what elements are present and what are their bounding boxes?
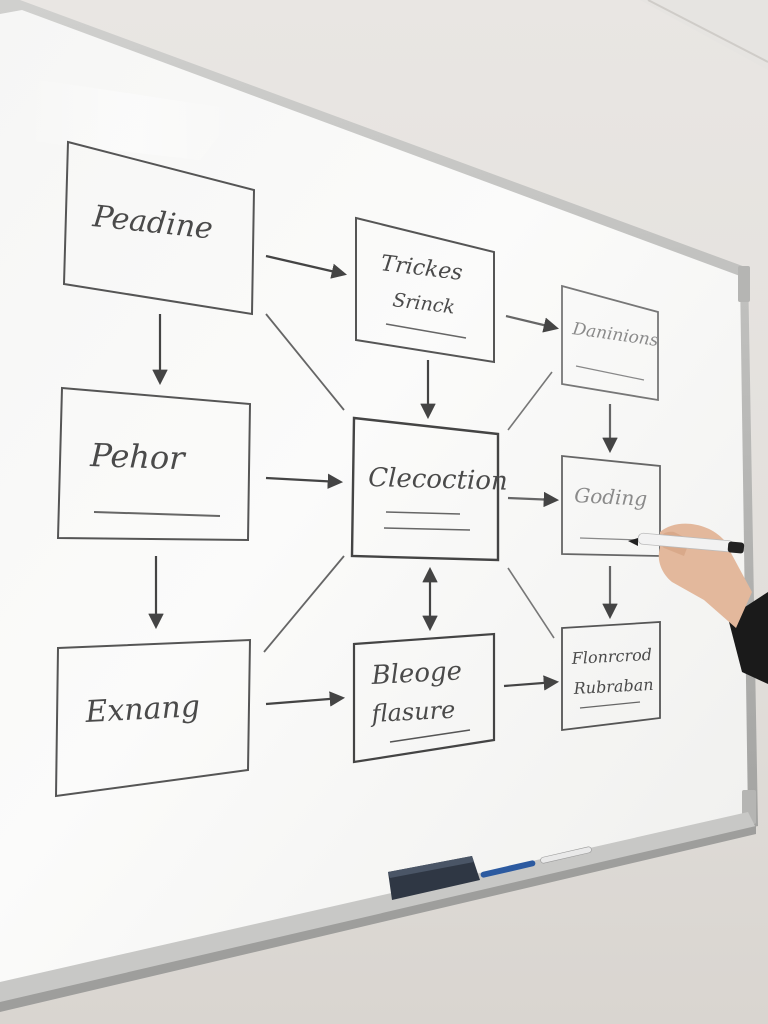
ceiling [640,0,768,70]
line-clecoction-flonrcrod [507,567,555,639]
box-pehor: Pehor [56,386,252,542]
hand-with-marker [628,523,768,684]
flonrcrod-underline [579,701,641,709]
bleoge-underline [389,729,471,743]
label-bleoge: Bleoge [370,656,463,691]
arrow-clecoction-goding [507,491,560,508]
box-clecoction: Clecoction [350,416,508,562]
goding-underline [579,537,641,541]
label-clecoction: Clecoction [368,463,508,497]
daninions-underline [575,365,645,381]
arrow-pehor-clecoction [265,473,344,490]
tray-marker-blue[interactable] [480,860,536,878]
label-goding: Goding [574,483,648,511]
arrow-trickes-daninions [505,314,559,333]
ceiling-edge [647,0,768,63]
eraser[interactable] [388,856,480,900]
box-exnang: Exnang [54,638,252,798]
trickes-underline [385,323,467,339]
marker-tray-lip [0,826,756,1012]
tray-marker-white[interactable] [540,846,592,864]
clecoction-underline-2 [383,527,471,531]
clecoction-underline-1 [385,511,461,515]
arrow-peadine-trickes [265,254,348,279]
line-clecoction-daninions [507,371,553,431]
label-pehor: Pehor [89,436,187,477]
arrows [148,254,618,707]
label-exnang: Exnang [84,689,201,730]
box-bleoge: Bleoge flasure [352,632,496,764]
line-peadine-clecoction [265,313,345,411]
label-flonrcrod: Flonrcrod [570,645,652,668]
arrow-exnang-bleoge [265,691,346,707]
line-exnang-clecoction [263,555,345,653]
arrow-bleoge-flonrcrod [503,675,560,691]
label-flasure: flasure [369,696,456,728]
whiteboard-surface [0,10,748,986]
box-goding: Goding [561,455,661,557]
box-flonrcrod: Flonrcrod Rubraban [561,621,661,732]
writing-marker[interactable] [628,532,745,554]
glare-highlight [20,80,240,160]
pehor-underline [93,511,221,517]
frame-corner-top-right [738,266,750,302]
label-rubraban: Rubraban [572,675,654,698]
